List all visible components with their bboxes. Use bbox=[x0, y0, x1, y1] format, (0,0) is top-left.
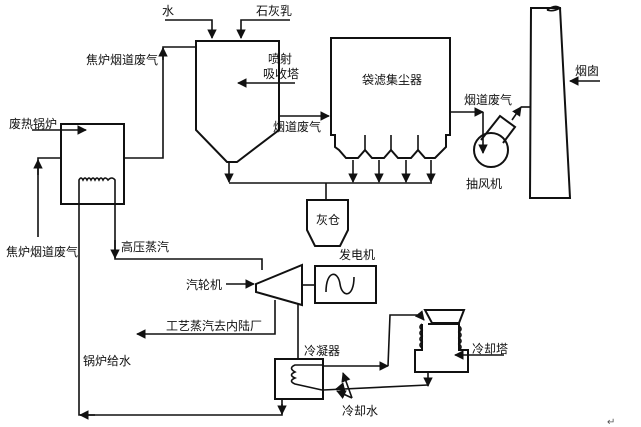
label-cooling-water: 冷却水 bbox=[342, 404, 378, 418]
condenser bbox=[274, 358, 324, 400]
cooling-tower bbox=[414, 309, 469, 373]
label-hp-steam: 高压蒸汽 bbox=[121, 239, 169, 254]
label-flue-gas-mid: 烟道废气 bbox=[273, 119, 321, 134]
label-bag-filter: 袋滤集尘器 bbox=[362, 72, 422, 87]
label-exhaust-fan: 抽风机 bbox=[466, 177, 502, 191]
cooling-water-return-arrow bbox=[335, 382, 346, 392]
waste-heat-boiler bbox=[60, 123, 125, 205]
label-lime-milk: 石灰乳 bbox=[256, 4, 292, 18]
lime-milk-inlet-line bbox=[236, 19, 290, 39]
label-spray-absorber-2: 吸收塔 bbox=[263, 67, 299, 81]
ash-bin bbox=[306, 199, 349, 247]
label-chimney: 烟囱 bbox=[575, 64, 599, 78]
steam-turbine bbox=[255, 263, 303, 307]
label-boiler-feedwater: 锅炉给水 bbox=[83, 353, 131, 368]
label-turbine: 汽轮机 bbox=[186, 277, 222, 292]
boiler-feedwater-line bbox=[78, 203, 283, 416]
paragraph-return-mark: ↵ bbox=[607, 417, 615, 427]
boiler-coil-icon bbox=[78, 177, 116, 203]
label-coke-flue-gas-bottom: 焦炉烟道废气 bbox=[6, 244, 78, 259]
label-generator: 发电机 bbox=[339, 247, 375, 262]
generator bbox=[314, 265, 377, 304]
condenser-coil-icon bbox=[290, 364, 323, 391]
coke-flue-gas-inlet-line bbox=[37, 157, 61, 237]
fan-to-chimney-line bbox=[511, 106, 522, 121]
label-spray-absorber-1: 喷射 bbox=[268, 51, 292, 66]
tower-coil-left-icon bbox=[419, 323, 424, 349]
label-cooling-tower: 冷却塔 bbox=[472, 342, 508, 356]
process-steam-line bbox=[136, 300, 276, 339]
bag-filter bbox=[330, 37, 451, 159]
spray-absorber-tower bbox=[195, 40, 280, 163]
label-water: 水 bbox=[162, 4, 174, 18]
water-inlet-line bbox=[165, 19, 217, 39]
label-condenser: 冷凝器 bbox=[304, 343, 340, 358]
label-process-steam: 工艺蒸汽去内陆厂 bbox=[166, 318, 262, 333]
chimney bbox=[528, 5, 572, 199]
cooling-water-pointer-1 bbox=[341, 372, 353, 399]
cooling-water-pointer-2 bbox=[336, 390, 353, 400]
tower-coil-right-icon bbox=[457, 325, 462, 351]
label-ash-bin: 灰仓 bbox=[316, 213, 340, 227]
exhaust-fan bbox=[473, 114, 517, 168]
label-waste-heat-boiler: 废热锅炉 bbox=[9, 116, 57, 131]
sine-wave-icon bbox=[325, 273, 355, 295]
boiler-to-absorber-line bbox=[124, 46, 196, 159]
hp-steam-line bbox=[114, 203, 263, 270]
label-flue-gas-fan: 烟道废气 bbox=[464, 92, 512, 107]
cooling-water-up-line bbox=[387, 310, 425, 367]
label-coke-flue-gas-top: 焦炉烟道废气 bbox=[86, 52, 158, 67]
